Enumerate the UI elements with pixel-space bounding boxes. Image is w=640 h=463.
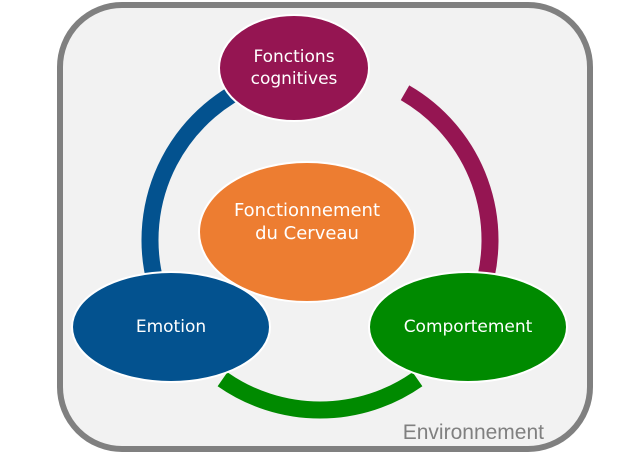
node-cognitive-functions[interactable] [218,14,370,122]
link-arc-behavior-emotion [217,372,423,419]
node-behavior[interactable] [368,271,568,383]
center-node-brain-function[interactable] [198,161,416,303]
environment-label: Environnement [402,421,544,444]
node-emotion[interactable] [71,271,271,383]
link-arc-cognitive-behavior [400,85,499,302]
